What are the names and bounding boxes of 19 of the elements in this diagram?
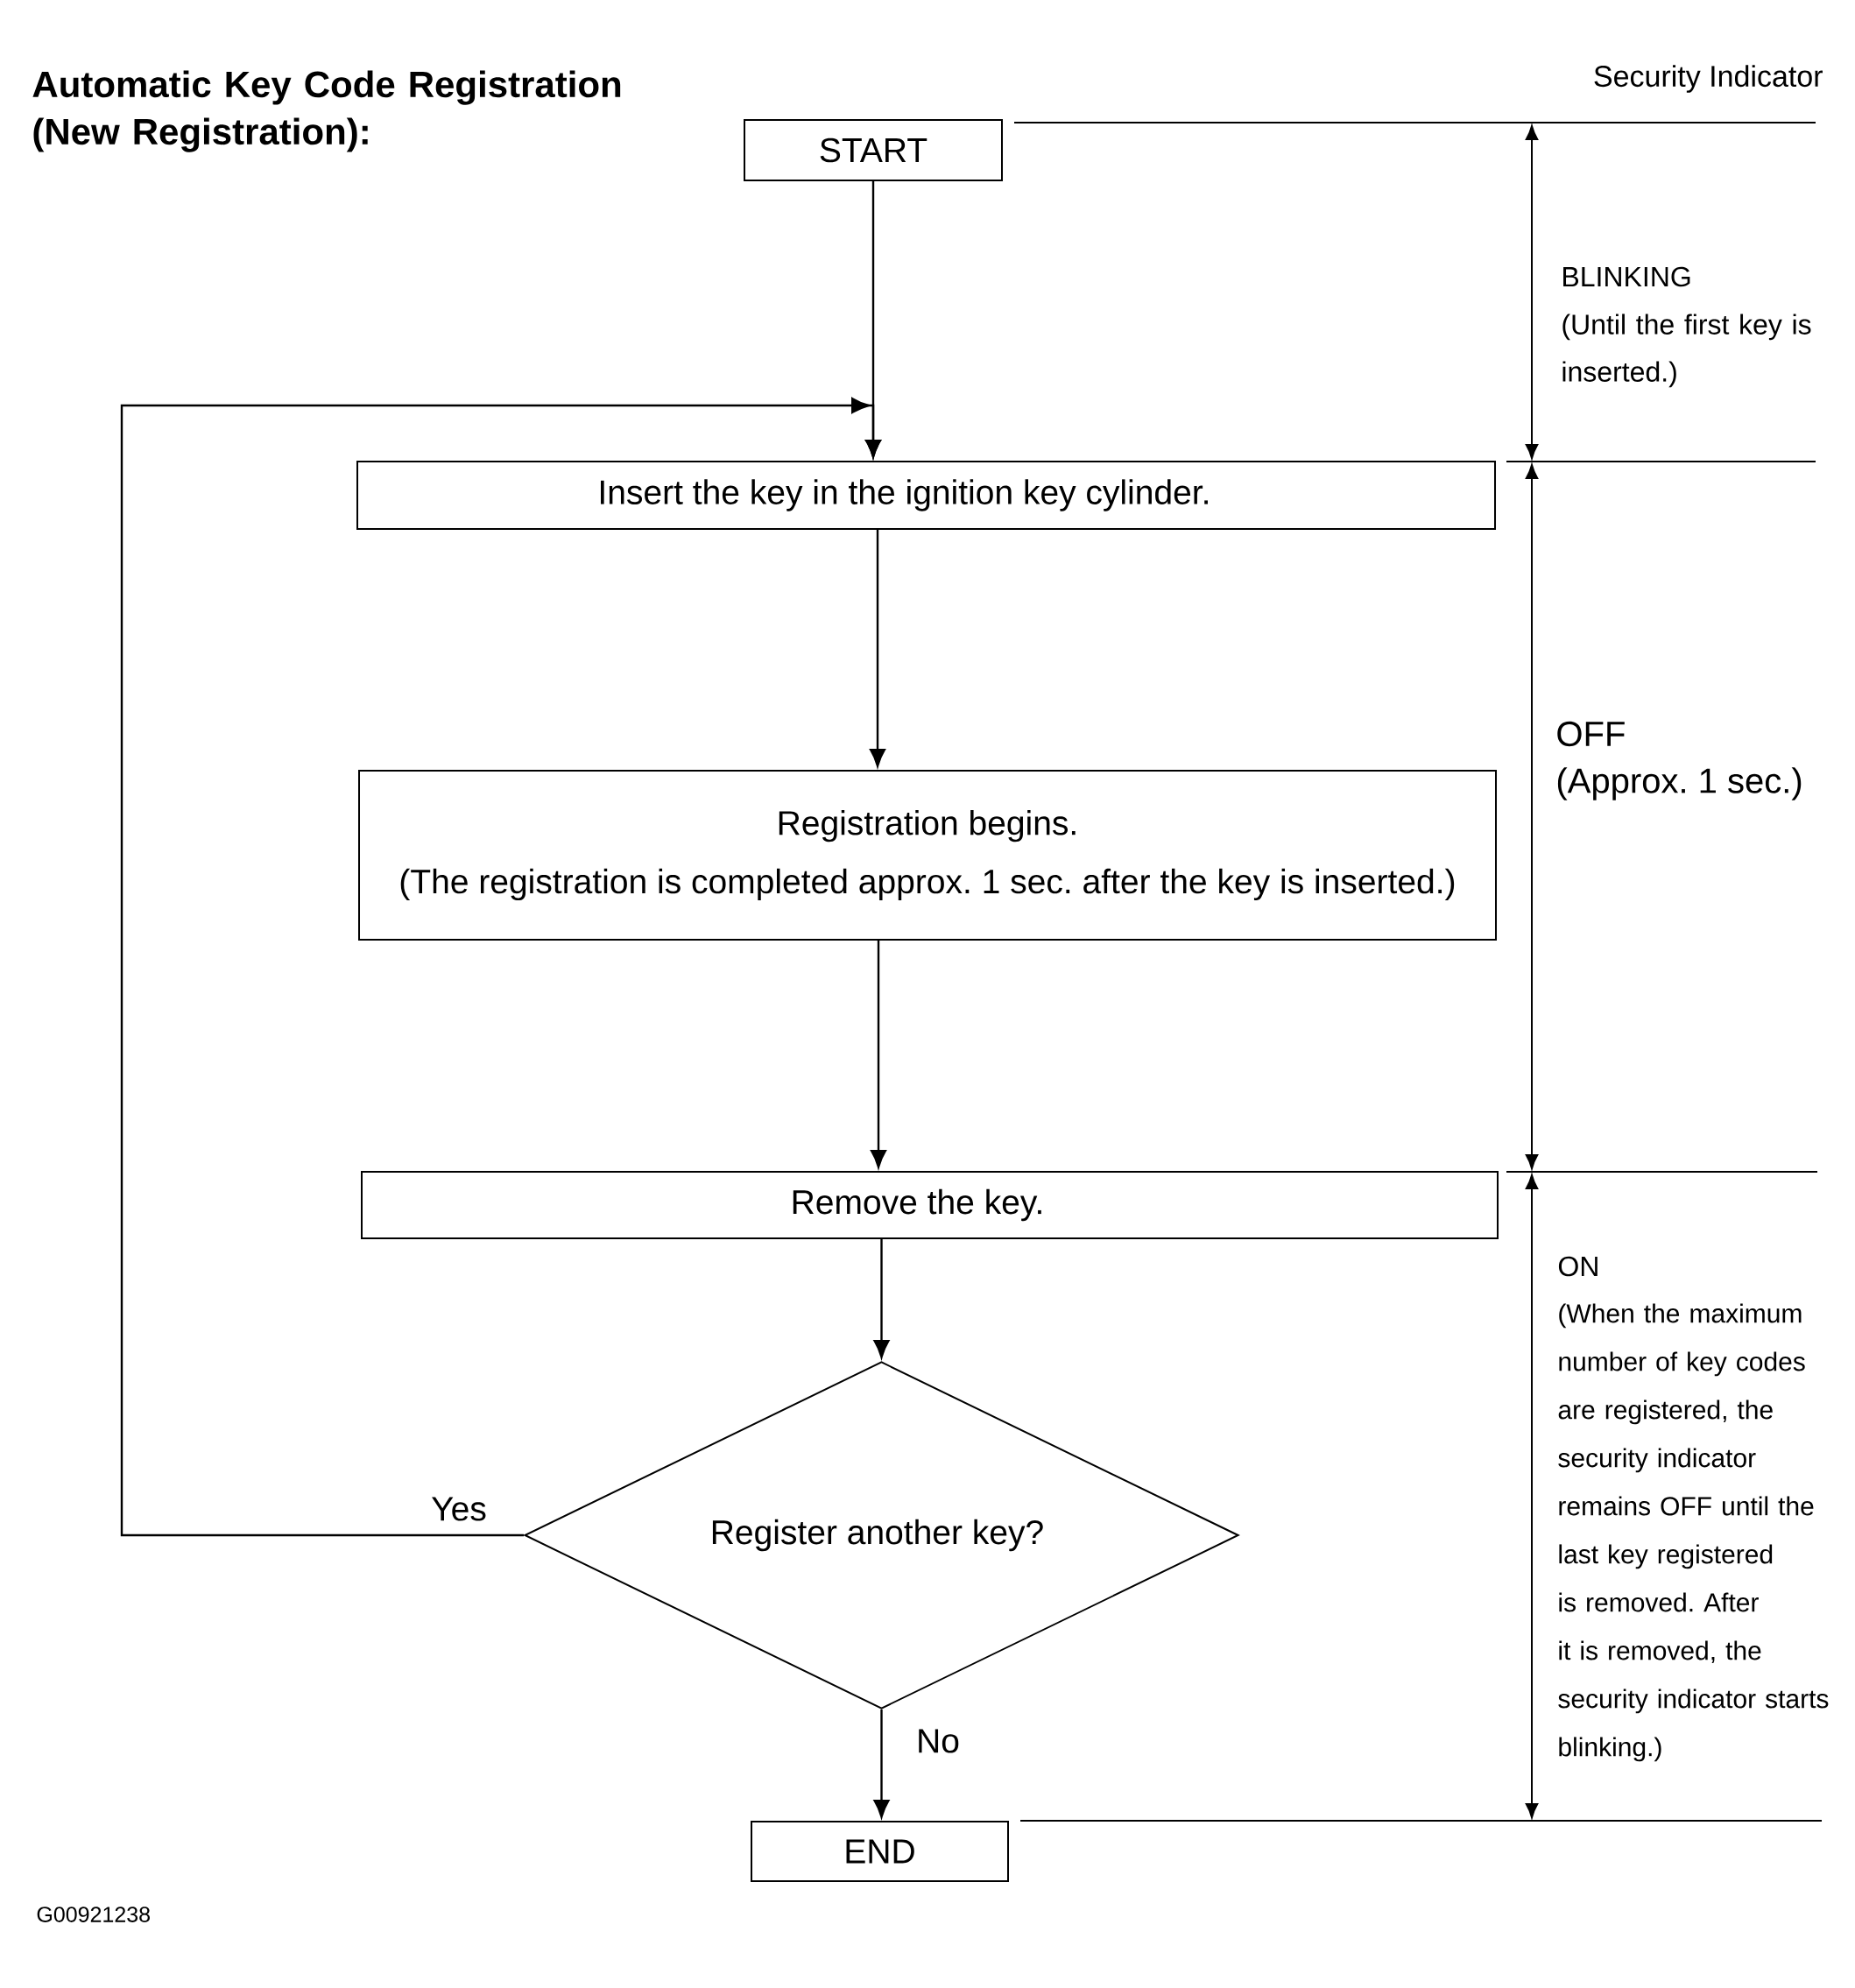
arrow xyxy=(120,398,881,1537)
terminal-box: END xyxy=(751,1821,1009,1882)
figure-id: G00921238 xyxy=(37,1907,150,1922)
edge-label: Yes xyxy=(427,1493,490,1525)
state-label: OFF xyxy=(1557,721,1625,747)
state-note: (Approx. 1 sec.) xyxy=(1557,767,1802,800)
arrow xyxy=(871,941,886,1168)
process-box: Insert the key in the ignition key cylinder. xyxy=(356,461,1496,530)
state-note: (When the maximum number of key codes are registered, the security indicator remains OFF until the last key registered is removed. After it is removed, the security indicator starts blinking.) xyxy=(1558,1303,1829,1762)
edge-label: No xyxy=(913,1725,963,1757)
arrow xyxy=(870,530,885,767)
column-heading: Security Indicator xyxy=(1594,65,1823,93)
process-box: Registration begins. (The registration is completed approx. 1 sec. after the key is inserted.) xyxy=(358,770,1497,941)
state-label: ON xyxy=(1558,1256,1598,1277)
process-box: Remove the key. xyxy=(361,1171,1499,1239)
state-label: BLINKING xyxy=(1563,266,1690,287)
title: Automatic Key Code Registration (New Registration): xyxy=(32,70,621,152)
terminal-box: START xyxy=(744,119,1003,181)
state-note: (Until the first key is inserted.) xyxy=(1562,314,1811,388)
